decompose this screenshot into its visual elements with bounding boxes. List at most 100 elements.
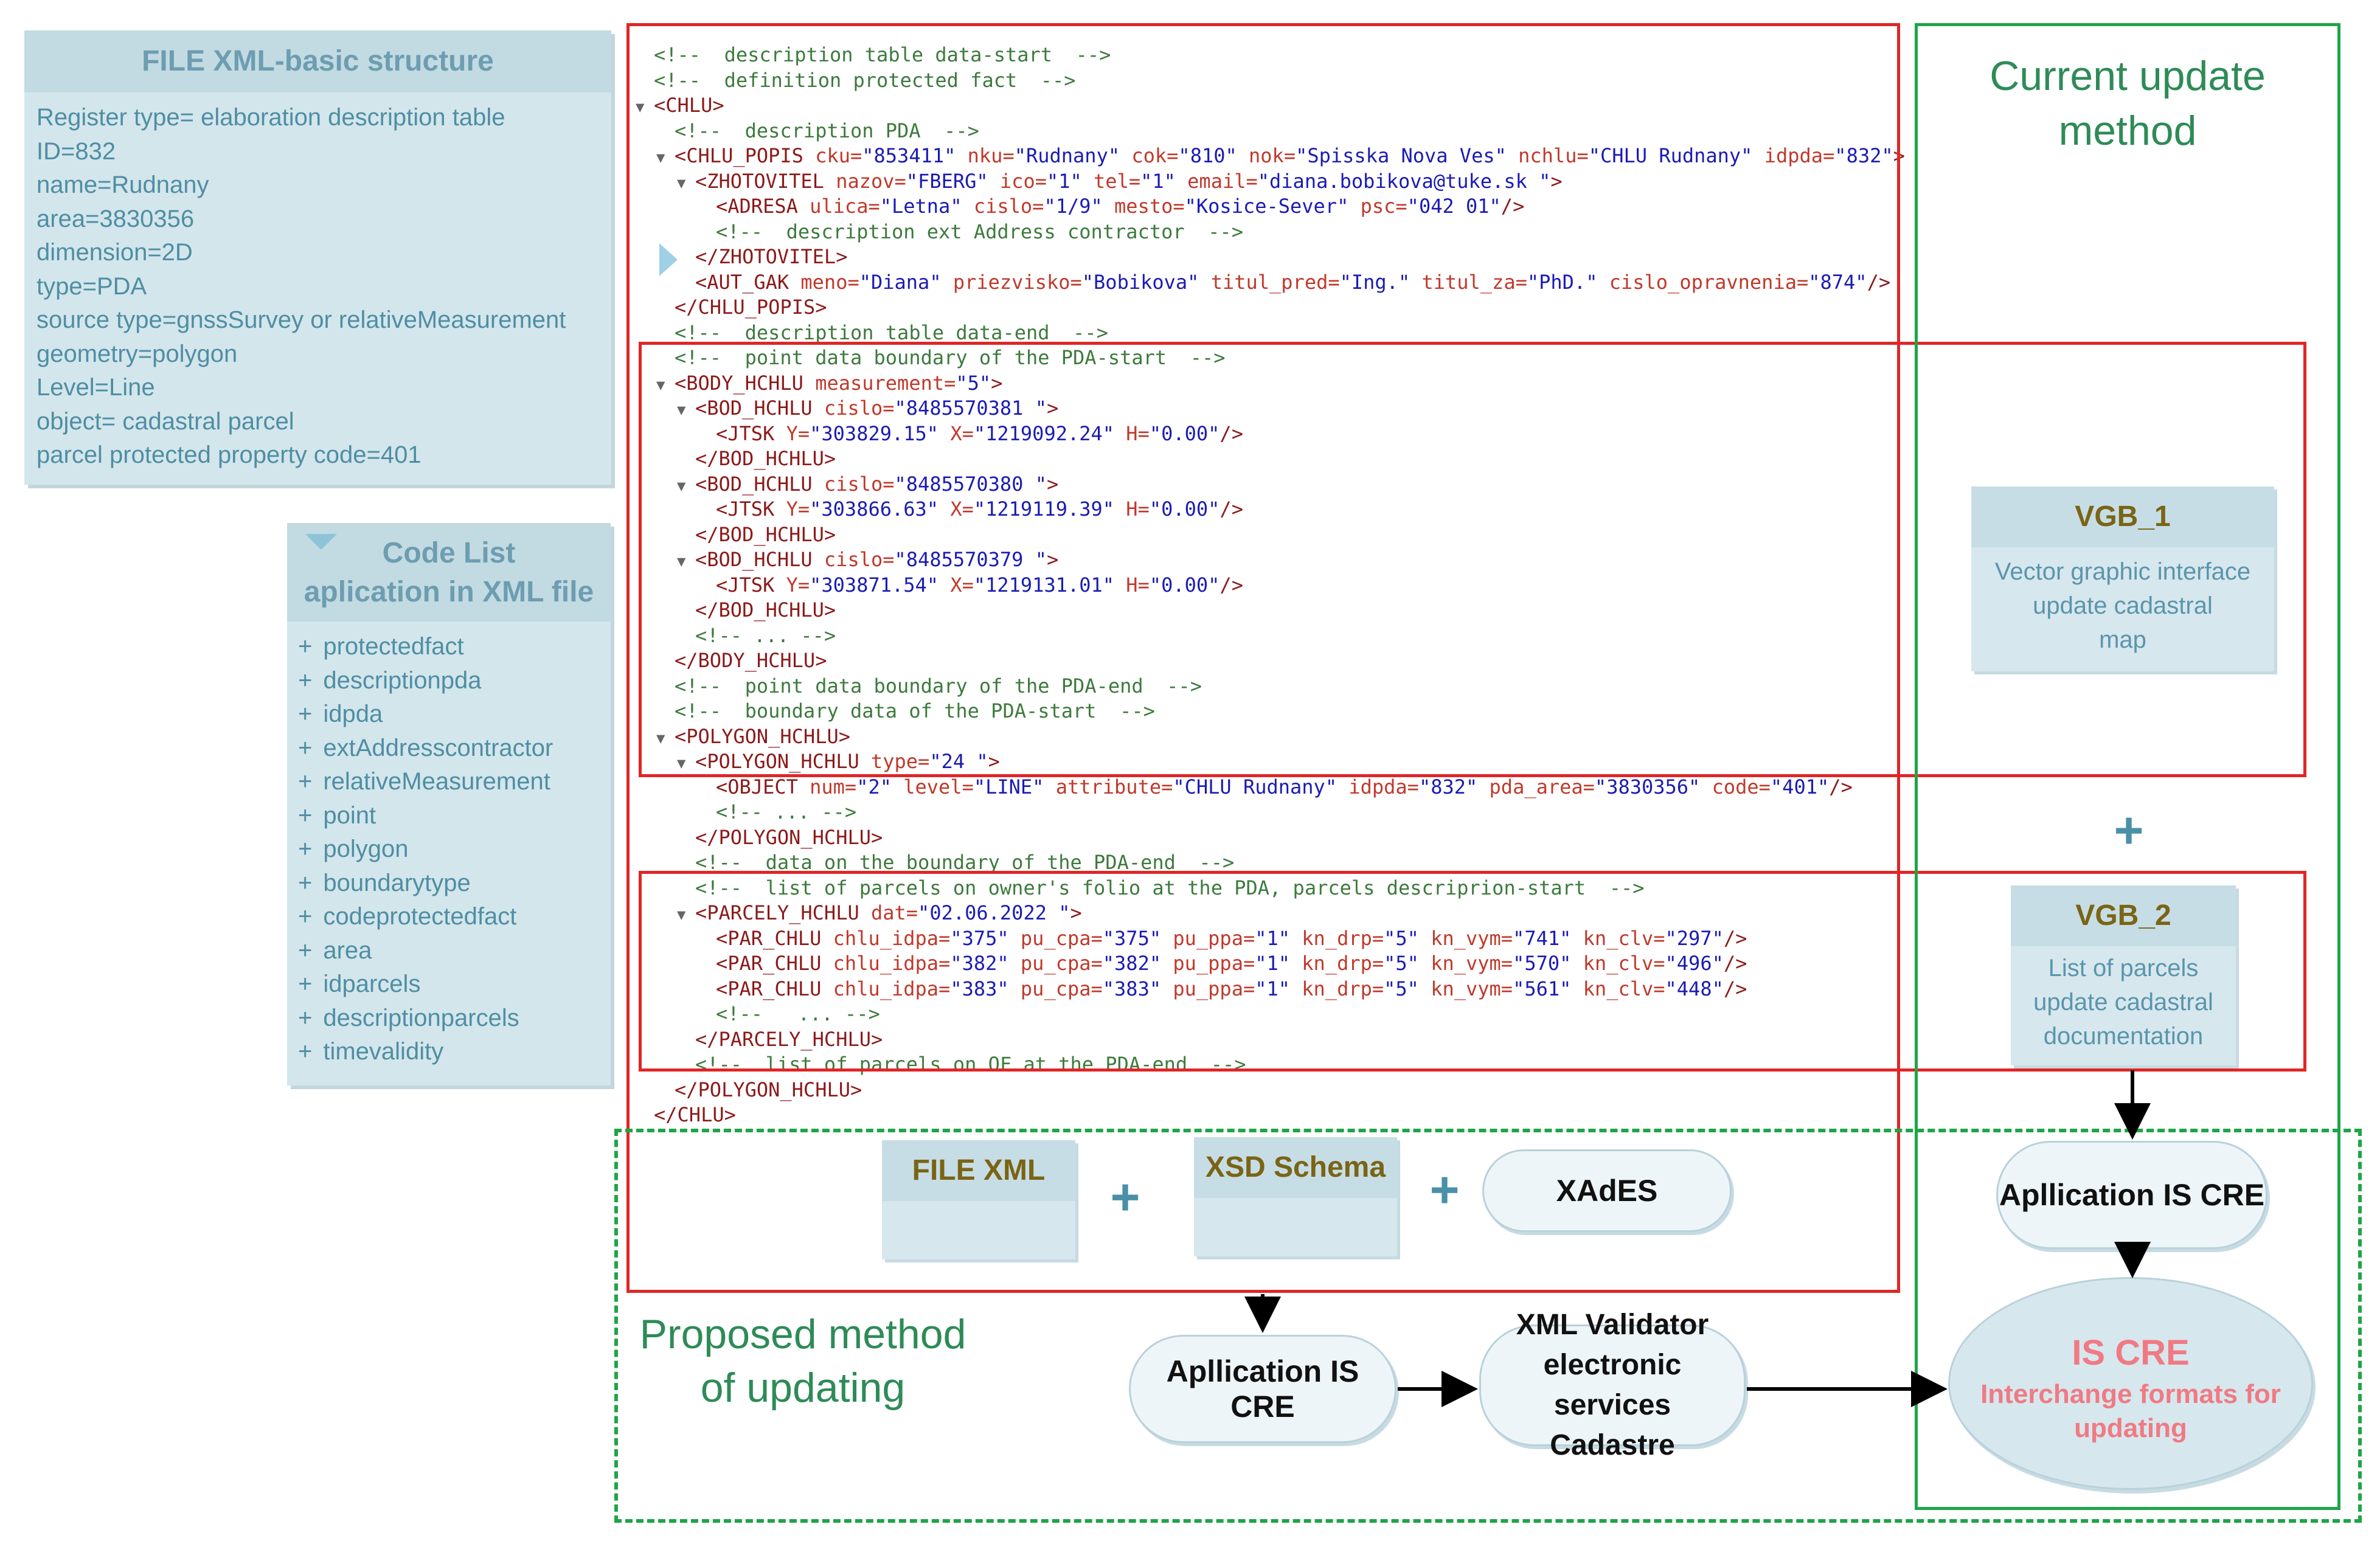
code-list-item[interactable]: +descriptionpda — [298, 664, 611, 698]
xml-token: "5" — [956, 371, 991, 395]
code-list-item[interactable]: +extAddresscontractor — [298, 732, 611, 766]
code-list-item[interactable]: +codeprotectedfact — [298, 900, 611, 934]
xml-token: "1219119.39" — [973, 497, 1126, 521]
collapse-triangle-icon[interactable]: ▼ — [636, 99, 645, 116]
xml-token: <BOD_HCHLU — [695, 548, 824, 571]
collapse-triangle-icon[interactable] — [304, 533, 338, 551]
code-list-item[interactable]: +area — [298, 934, 611, 968]
xml-token: idpda= — [1348, 775, 1419, 798]
xml-token: <CHLU_POPIS — [675, 144, 816, 167]
xml-validator-line2: electronic services — [1543, 1349, 1682, 1421]
collapse-triangle-icon[interactable]: ▼ — [677, 906, 686, 923]
plus-expand-icon[interactable]: + — [298, 1004, 313, 1031]
xml-token: "853411" — [862, 144, 968, 167]
xml-token: kn_vym= — [1431, 952, 1513, 975]
xml-token: "5" — [1384, 952, 1431, 975]
xml-token: "496" — [1665, 952, 1724, 975]
code-list-item[interactable]: +protectedfact — [298, 630, 611, 664]
plus-expand-icon[interactable]: + — [298, 768, 313, 795]
code-list-item[interactable]: +polygon — [298, 833, 611, 867]
plus-expand-icon[interactable]: + — [298, 701, 313, 727]
xml-token: <POLYGON_HCHLU> — [675, 724, 850, 748]
xml-token: code= — [1712, 775, 1771, 798]
xml-token: "448" — [1665, 977, 1724, 1000]
xml-token: chlu_idpa= — [833, 977, 951, 1000]
file-xml-line: area=3830356 — [36, 205, 195, 232]
plus-expand-icon[interactable]: + — [298, 633, 313, 660]
collapse-triangle-icon[interactable]: ▼ — [656, 149, 665, 166]
xml-token: priezvisko= — [952, 270, 1082, 294]
code-list-item[interactable]: +descriptionparcels — [298, 1002, 611, 1036]
code-list-item[interactable]: +boundarytype — [298, 867, 611, 901]
vgb1-title: VGB_1 — [1971, 487, 2274, 547]
plus-expand-icon[interactable]: + — [298, 836, 313, 862]
plus-expand-icon[interactable]: + — [298, 1038, 313, 1065]
collapse-triangle-icon[interactable]: ▼ — [677, 477, 686, 494]
xml-token: nazov= — [836, 169, 906, 193]
code-list-item[interactable]: + point — [298, 799, 611, 833]
plus-expand-icon[interactable]: + — [298, 734, 313, 761]
xml-token: "Diana" — [859, 270, 953, 294]
code-list-item[interactable]: +idparcels — [298, 968, 611, 1002]
file-xml-structure-panel: FILE XML-basic structure Register type= … — [24, 30, 611, 485]
plus-expand-icon[interactable]: + — [298, 802, 313, 829]
xml-code-line: <!-- data on the boundary of the PDA-end… — [636, 850, 1901, 876]
xml-token: <!-- point data boundary of the PDA-end … — [675, 674, 1202, 698]
file-xml-line: geometry=polygon — [36, 340, 238, 367]
xml-validator-box: XML Validator electronic services Cadast… — [1479, 1309, 1746, 1461]
current-method-title: Current update method — [1916, 49, 2339, 158]
xml-code-line: ▼<BODY_HCHLU measurement="5"> — [636, 371, 1901, 397]
file-xml-line: parcel protected property code=401 — [36, 442, 422, 468]
xml-token: "874" — [1808, 270, 1867, 294]
xml-token: <CHLU> — [654, 94, 724, 117]
proposed-method-title-line1: Proposed method — [639, 1311, 966, 1357]
xml-token: H= — [1126, 497, 1150, 521]
code-list-item[interactable]: +timevalidity — [298, 1035, 611, 1069]
file-xml-line: object= cadastral parcel — [36, 407, 294, 435]
collapse-triangle-icon[interactable]: ▼ — [677, 755, 686, 772]
xml-token: chlu_idpa= — [833, 926, 951, 950]
code-list-item-label: point — [323, 802, 376, 829]
xml-token: <!-- ... --> — [716, 800, 857, 823]
xml-code-line: ▼ <POLYGON_HCHLU> — [636, 724, 1901, 750]
xml-token: "3830356" — [1594, 775, 1712, 798]
plus-expand-icon[interactable]: + — [298, 971, 313, 997]
xml-code-line: <JTSK Y="303871.54" X="1219131.01" H="0.… — [636, 573, 1901, 598]
xml-token: kn_vym= — [1431, 926, 1513, 950]
xml-token: "401" — [1770, 775, 1830, 798]
xml-token: pu_cpa= — [1020, 977, 1103, 1000]
collapse-triangle-icon[interactable]: ▼ — [656, 376, 665, 393]
collapse-triangle-icon[interactable]: ▼ — [656, 729, 665, 747]
xml-token: <JTSK — [716, 497, 786, 521]
xml-token: ico= — [999, 169, 1047, 193]
xml-token: "Ing." — [1339, 270, 1422, 294]
xml-token: kn_clv= — [1583, 977, 1665, 1000]
collapse-triangle-icon[interactable]: ▼ — [677, 174, 686, 192]
xml-code-line: </BOD_HCHLU> — [636, 598, 1901, 623]
xml-token: /> — [1723, 977, 1747, 1000]
xml-token: meno= — [800, 270, 859, 294]
collapse-triangle-icon[interactable]: ▼ — [677, 553, 686, 570]
plus-expand-icon[interactable]: + — [298, 903, 313, 930]
plus-expand-icon[interactable]: + — [298, 667, 313, 694]
plus-expand-icon[interactable]: + — [298, 869, 313, 896]
code-list-item[interactable]: +relativeMeasurement — [298, 765, 611, 799]
xml-token: "042 01" — [1407, 195, 1501, 218]
xml-token: pda_area= — [1489, 775, 1595, 798]
xml-token: "24 " — [929, 750, 988, 773]
plus-expand-icon[interactable]: + — [298, 937, 313, 964]
xml-code-line: ▼<BOD_HCHLU cislo="8485570381 "> — [636, 396, 1901, 421]
plus-sign-vgb: + — [2114, 802, 2144, 859]
xml-token: "Spisska Nova Ves" — [1296, 144, 1519, 167]
expand-triangle-icon[interactable] — [658, 242, 679, 277]
xml-token: level= — [903, 775, 974, 798]
xml-token: </CHLU_POPIS> — [675, 296, 827, 319]
xml-token: H= — [1126, 573, 1150, 597]
code-list-item[interactable]: +idpda — [298, 698, 611, 732]
xml-token: /> — [1867, 270, 1891, 294]
collapse-triangle-icon[interactable]: ▼ — [677, 401, 686, 418]
file-xml-line: Level=Line — [36, 374, 155, 401]
xml-token: "1" — [1046, 169, 1094, 193]
